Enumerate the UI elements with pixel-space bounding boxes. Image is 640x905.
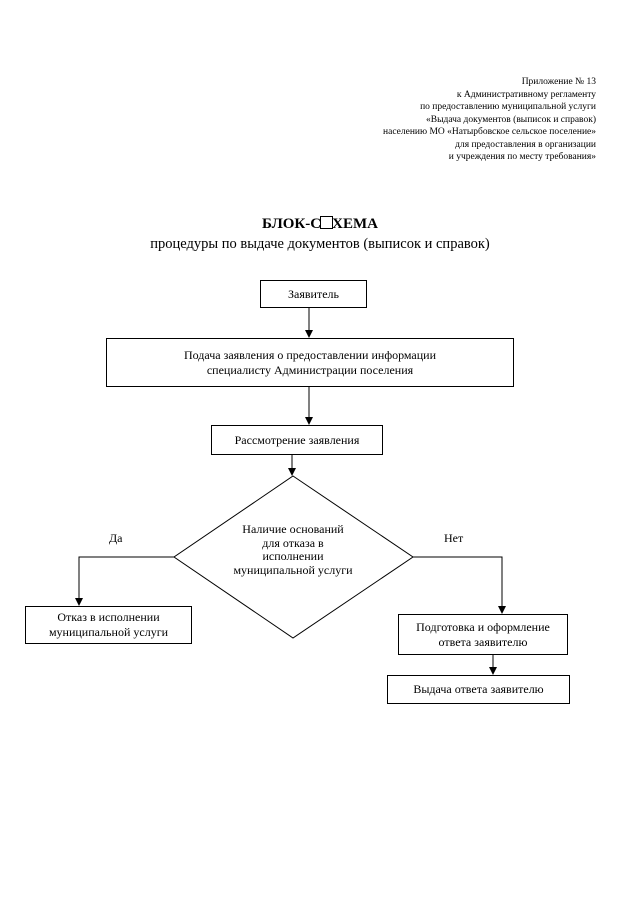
- title-part-1: БЛОК-С: [262, 216, 322, 232]
- appendix-line: к Административному регламенту: [456, 89, 596, 100]
- appendix-line: населению МО «Натырбовское сельское посе…: [383, 127, 596, 137]
- submission-box: Подача заявления о предоставлении информ…: [106, 338, 514, 387]
- appendix-line: по предоставлению муниципальной услуги: [420, 102, 596, 112]
- appendix-line: для предоставления в организации: [455, 139, 596, 150]
- page-title: БЛОК-С ХЕМА: [0, 216, 640, 233]
- title-part-2: ХЕМА: [332, 216, 378, 232]
- appendix-header: Приложение № 13 к Административному регл…: [236, 76, 596, 164]
- applicant-box: Заявитель: [260, 280, 367, 308]
- page-subtitle: процедуры по выдаче документов (выписок …: [150, 236, 490, 252]
- delivery-box: Выдача ответа заявителю: [387, 675, 570, 704]
- appendix-line: Приложение № 13: [521, 77, 596, 87]
- preparation-box: Подготовка и оформление ответа заявителю: [398, 614, 568, 655]
- yes-label: Да: [109, 531, 123, 545]
- arrow-decision-yes: [75, 556, 174, 606]
- no-label: Нет: [444, 531, 464, 545]
- appendix-line: «Выдача документов (выписок и справок): [426, 114, 596, 125]
- arrow-decision-no: [413, 556, 506, 614]
- placeholder-square-icon: [320, 216, 334, 229]
- review-box: Рассмотрение заявления: [211, 425, 383, 455]
- decision-text: Наличие оснований для отказа в исполнени…: [233, 522, 353, 577]
- refusal-box: Отказ в исполнении муниципальной услуги: [25, 606, 192, 644]
- appendix-line: и учреждения по месту требования»: [448, 152, 596, 162]
- decision-diamond: [173, 475, 414, 639]
